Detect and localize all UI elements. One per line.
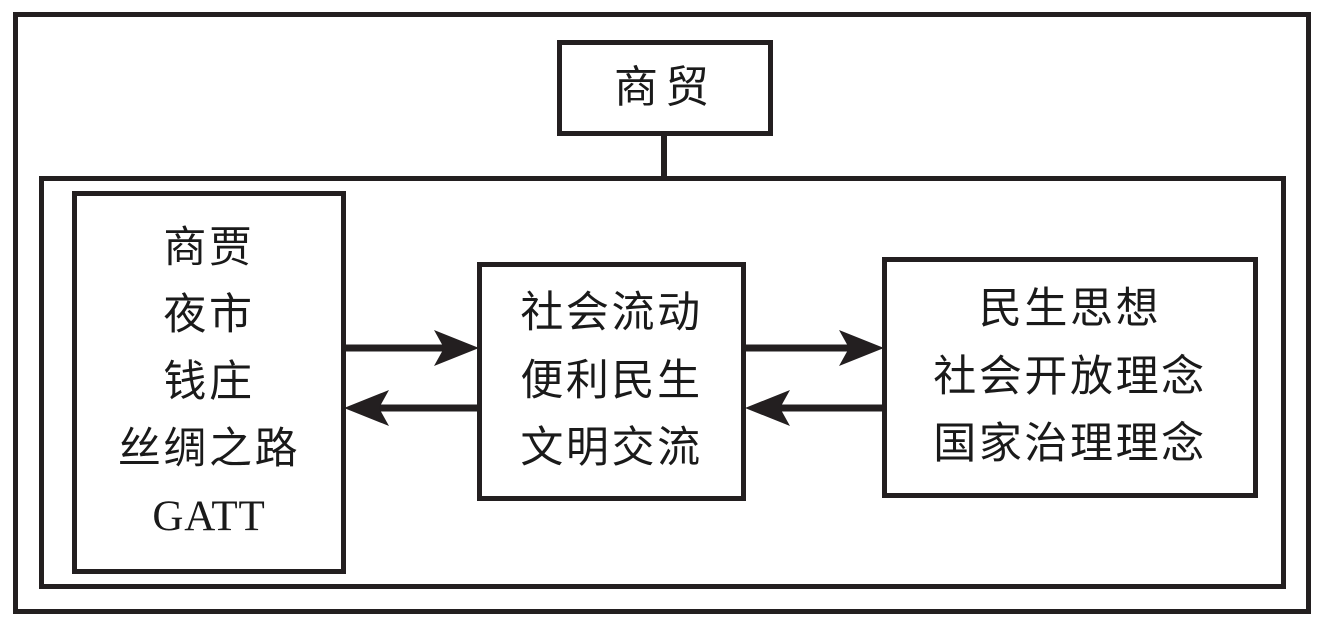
node-ideas-line-3: 国家治理理念 — [933, 421, 1207, 469]
node-ideas[interactable]: 民生思想 社会开放理念 国家治理理念 — [882, 257, 1258, 498]
node-historical-terms-line-4: 丝绸之路 — [117, 426, 301, 474]
node-social-effects-line-3: 文明交流 — [520, 425, 703, 473]
node-shangmao-line-1: 商贸 — [613, 63, 717, 113]
node-historical-terms-line-5: GATT — [152, 493, 266, 541]
node-ideas-line-2: 社会开放理念 — [933, 353, 1207, 401]
node-historical-terms-line-3: 钱庄 — [163, 358, 255, 406]
node-shangmao[interactable]: 商贸 — [557, 40, 773, 136]
node-social-effects-line-2: 便利民生 — [520, 357, 703, 405]
node-historical-terms[interactable]: 商贾 夜市 钱庄 丝绸之路 GATT — [72, 191, 346, 574]
node-social-effects[interactable]: 社会流动 便利民生 文明交流 — [477, 262, 746, 501]
node-historical-terms-line-2: 夜市 — [163, 291, 255, 339]
node-historical-terms-line-1: 商贾 — [163, 224, 255, 272]
node-social-effects-line-1: 社会流动 — [520, 289, 703, 337]
node-ideas-line-1: 民生思想 — [978, 285, 1162, 333]
outer-frame — [13, 12, 1311, 614]
